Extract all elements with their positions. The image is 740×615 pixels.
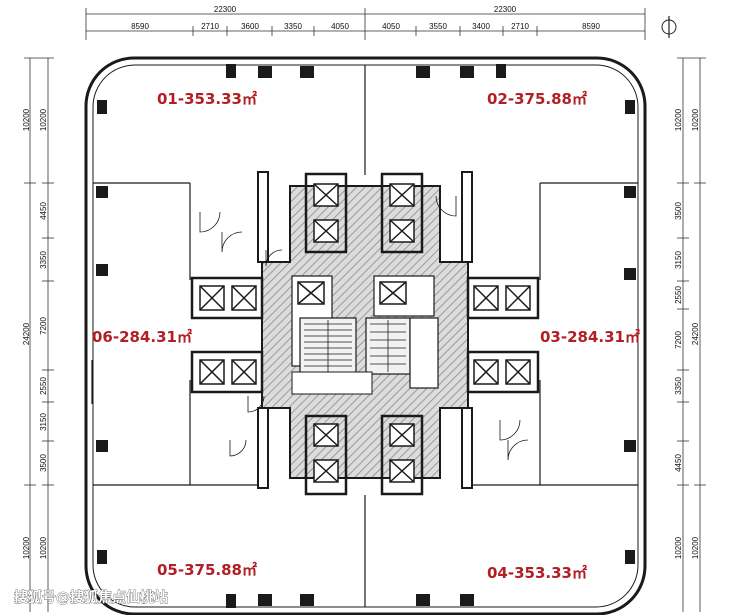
dim-right-seg-2: 3500: [674, 202, 683, 220]
north-arrow-icon: [661, 16, 677, 38]
right-dimension-lines: [677, 57, 706, 612]
dim-top-seg-6: 4050: [382, 22, 400, 31]
dim-left-total: 24200: [22, 322, 31, 345]
elevator-icon-group: [190, 172, 540, 496]
dim-right-seg-8: 10200: [674, 536, 683, 559]
dim-top-left-total: 22300: [214, 5, 237, 14]
dim-left-seg-5: 2550: [39, 377, 48, 395]
dim-left-seg-6: 3150: [39, 413, 48, 431]
dim-left-seg-7: 3500: [39, 454, 48, 472]
dim-top-seg-2: 2710: [201, 22, 219, 31]
dim-right-seg-7: 4450: [674, 454, 683, 472]
dim-left-seg-3: 3350: [39, 251, 48, 269]
dim-right-seg-6: 3350: [674, 377, 683, 395]
unit-label-05: 05-375.88㎡: [157, 561, 257, 579]
unit-label-02: 02-375.88㎡: [487, 90, 587, 108]
dim-left-seg-8: 10200: [39, 536, 48, 559]
dim-top-right-total: 22300: [494, 5, 517, 14]
dim-left-seg-2: 4450: [39, 202, 48, 220]
perimeter-columns: [96, 64, 636, 608]
top-dimension-lines: [85, 8, 646, 40]
left-dimension-lines: [24, 57, 54, 612]
dim-right-total: 24200: [691, 322, 700, 345]
dim-top-seg-1: 8590: [131, 22, 149, 31]
dim-right-seg-4: 2550: [674, 286, 683, 304]
watermark-text: 搜狐号@搜狐焦点仙桃站: [14, 589, 168, 606]
stair-icon: [304, 320, 406, 372]
door-swing-icons: [199, 195, 529, 461]
dim-top-seg-5: 4050: [331, 22, 349, 31]
dim-right-outer-top: 10200: [691, 108, 700, 131]
unit-label-01: 01-353.33㎡: [157, 90, 257, 108]
central-core: [257, 171, 473, 489]
dim-right-outer-bottom: 10200: [691, 536, 700, 559]
dim-top-seg-10: 8590: [582, 22, 600, 31]
dim-left-seg-1: 10200: [39, 108, 48, 131]
unit-label-04: 04-353.33㎡: [487, 564, 587, 582]
dim-left-outer-bottom: 10200: [22, 536, 31, 559]
dim-left-seg-4: 7200: [39, 317, 48, 335]
dim-top-seg-9: 2710: [511, 22, 529, 31]
unit-label-06: 06-284.31㎡: [92, 328, 192, 346]
dim-right-seg-5: 7200: [674, 331, 683, 349]
dim-left-outer-top: 10200: [22, 108, 31, 131]
dim-right-seg-3: 3150: [674, 251, 683, 269]
dim-top-seg-3: 3600: [241, 22, 259, 31]
unit-partitions: [91, 65, 638, 607]
dim-right-seg-1: 10200: [674, 108, 683, 131]
dim-top-seg-4: 3350: [284, 22, 302, 31]
dim-top-seg-7: 3550: [429, 22, 447, 31]
dim-top-seg-8: 3400: [472, 22, 490, 31]
unit-label-03: 03-284.31㎡: [540, 328, 640, 346]
